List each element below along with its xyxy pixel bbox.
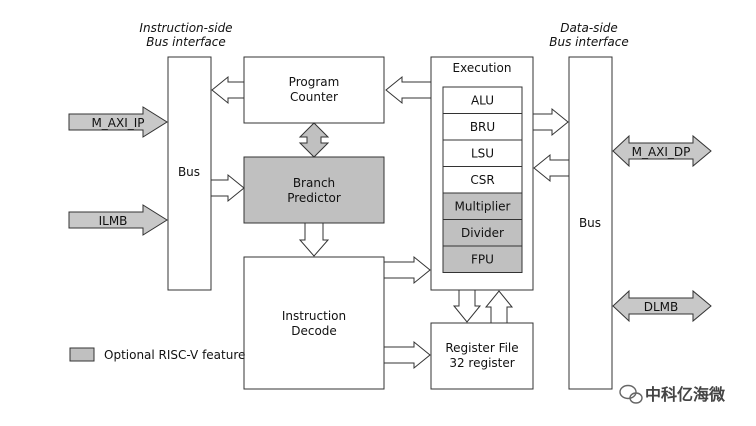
program-counter-block <box>243 56 385 124</box>
execution-unit-label-alu: ALU <box>471 93 494 107</box>
data-bus-block <box>568 56 613 390</box>
pc-predictor-bidirectional-arrow <box>298 122 330 158</box>
m-axi-ip-port-arrow <box>68 106 168 138</box>
legend-optional-swatch <box>69 347 95 362</box>
m-axi-ip-label: M_AXI_IP <box>91 116 144 130</box>
pc-to-bus-arrow <box>211 75 245 105</box>
data-side-header-line2: Bus interface <box>549 35 628 49</box>
register-file-to-execution-arrow <box>484 290 514 324</box>
register-file-block <box>430 322 534 390</box>
data-bus-to-execution-arrow <box>533 153 570 183</box>
legend-optional-label: Optional RISC-V feature <box>104 348 245 362</box>
bus-to-predictor-arrow <box>210 173 245 203</box>
execution-unit-box <box>442 245 523 273</box>
dlmb-port-arrow <box>612 289 712 323</box>
instruction-bus-label: Bus <box>178 165 200 179</box>
branch-predictor-block <box>243 156 385 224</box>
register-file-label-line1: Register File <box>445 341 518 355</box>
decode-to-register-file-arrow <box>383 340 431 370</box>
ilmb-label: ILMB <box>99 214 128 228</box>
execution-unit-box <box>442 166 523 194</box>
instruction-decode-label-line2: Decode <box>291 324 337 338</box>
decode-to-execution-arrow <box>383 255 431 285</box>
register-file-label-line2: 32 register <box>449 356 514 370</box>
execution-unit-label-divider: Divider <box>461 226 504 240</box>
execution-to-data-bus-arrow <box>532 107 569 137</box>
execution-unit-label-multiplier: Multiplier <box>455 199 511 213</box>
instruction-decode-block <box>243 256 385 390</box>
instruction-bus-block <box>167 56 212 291</box>
execution-label: Execution <box>453 61 512 75</box>
execution-unit-box <box>442 219 523 247</box>
execution-unit-label-csr: CSR <box>470 173 494 187</box>
execution-unit-box <box>442 113 523 141</box>
program-counter-label-line2: Counter <box>290 90 338 104</box>
watermark-text: 中科亿海微 <box>645 385 726 404</box>
branch-predictor-label-line2: Predictor <box>287 191 341 205</box>
ilmb-port-arrow <box>68 204 168 236</box>
predictor-to-decode-arrow <box>298 222 330 257</box>
dlmb-label: DLMB <box>644 300 679 314</box>
execution-unit-label-fpu: FPU <box>471 252 494 266</box>
execution-unit-label-lsu: LSU <box>471 146 494 160</box>
data-side-header-line1: Data-side <box>560 21 618 35</box>
m-axi-dp-port-arrow <box>612 134 712 168</box>
execution-to-pc-arrow <box>385 75 432 105</box>
instruction-decode-label-line1: Instruction <box>282 309 346 323</box>
wechat-watermark: 中科亿海微 <box>619 384 726 404</box>
instruction-side-header-line2: Bus interface <box>146 35 225 49</box>
m-axi-dp-label: M_AXI_DP <box>632 145 691 159</box>
program-counter-label-line1: Program <box>289 75 340 89</box>
branch-predictor-label-line1: Branch <box>293 176 335 190</box>
wechat-icon <box>619 384 643 404</box>
data-bus-label: Bus <box>579 216 601 230</box>
instruction-side-header-line1: Instruction-side <box>139 21 232 35</box>
execution-to-register-file-arrow <box>452 289 482 323</box>
execution-unit-label-bru: BRU <box>470 120 495 134</box>
